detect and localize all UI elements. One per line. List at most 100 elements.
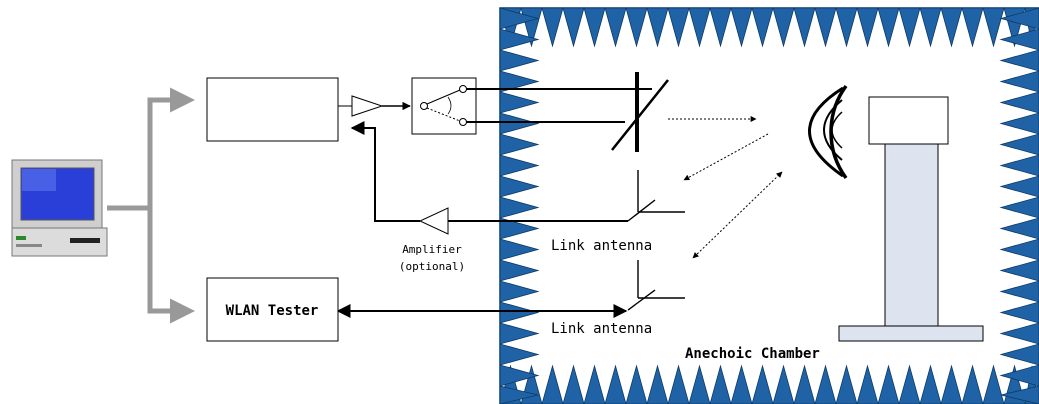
absorber-cone — [499, 217, 540, 240]
absorber-cone — [999, 196, 1039, 219]
absorber-cone — [499, 280, 540, 303]
absorber-cone — [625, 364, 648, 404]
absorber-cone — [814, 7, 837, 48]
absorber-cone — [730, 7, 753, 48]
absorber-cone — [898, 364, 921, 404]
rf-switch-icon — [411, 77, 477, 135]
absorber-cone — [856, 364, 879, 404]
dut-box — [868, 96, 949, 145]
absorber-cone — [604, 364, 627, 404]
absorber-cone — [541, 364, 564, 404]
absorber-cone — [940, 7, 963, 48]
absorber-cone — [982, 7, 1005, 48]
amplifier-optional-label: (optional) — [399, 260, 465, 273]
control-cabling — [107, 87, 195, 324]
absorber-cone — [919, 364, 942, 404]
absorber-cone — [877, 7, 900, 48]
absorber-cone — [999, 301, 1039, 324]
link-antenna-label: Link antenna — [551, 321, 652, 337]
mast-base — [838, 325, 984, 342]
absorber-cone — [999, 364, 1039, 387]
absorber-cone — [999, 112, 1039, 135]
chamber-wall — [499, 7, 1039, 404]
absorber-cone — [688, 7, 711, 48]
antenna-icon — [627, 260, 685, 311]
absorber-cone — [667, 364, 690, 404]
absorber-cone — [499, 238, 540, 261]
absorber-cone — [772, 7, 795, 48]
absorber-cone — [999, 217, 1039, 240]
absorber-cone — [688, 364, 711, 404]
absorber-cone — [499, 7, 540, 30]
absorber-cone — [499, 91, 540, 114]
absorber-cone — [1000, 385, 1039, 404]
absorber-cone — [814, 364, 837, 404]
absorber-cone — [499, 70, 540, 93]
absorber-cone — [999, 91, 1039, 114]
absorber-cone — [898, 7, 921, 48]
dut-positioner — [838, 96, 984, 342]
absorber-cone — [793, 7, 816, 48]
mast-column — [884, 143, 939, 327]
absorber-cone — [583, 7, 606, 48]
desktop-computer-icon — [11, 159, 108, 257]
absorber-cone — [625, 7, 648, 48]
absorber-cone — [499, 322, 540, 345]
absorber-cone — [499, 133, 540, 156]
absorber-cone — [940, 364, 963, 404]
absorber-cone — [709, 7, 732, 48]
absorber-cone — [999, 70, 1039, 93]
absorber-cone — [999, 259, 1039, 282]
absorber-cone — [499, 28, 540, 51]
absorber-cone — [709, 364, 732, 404]
return-path — [350, 121, 628, 235]
absorber-cone — [499, 343, 540, 366]
amplifier-label: Amplifier — [402, 243, 462, 256]
anechoic-chamber — [499, 7, 1039, 404]
amplifier-triangle-icon — [338, 95, 411, 117]
absorber-cone — [751, 7, 774, 48]
antenna-icon — [611, 72, 669, 152]
radiating-source-icon — [808, 84, 848, 180]
absorber-cone — [999, 154, 1039, 177]
absorber-cone — [562, 364, 585, 404]
absorber-cone — [982, 364, 1005, 404]
absorber-cone — [499, 385, 539, 404]
absorber-cone — [961, 7, 984, 48]
wlan-tester-label: WLAN Tester — [226, 303, 319, 319]
absorber-cone — [499, 196, 540, 219]
absorber-cone — [999, 175, 1039, 198]
wireless-paths — [668, 116, 783, 259]
absorber-cone — [877, 364, 900, 404]
absorber-cone — [835, 7, 858, 48]
instrument-box — [206, 77, 339, 142]
antenna-icon — [627, 170, 685, 222]
absorber-cone — [499, 154, 540, 177]
absorber-cone — [499, 259, 540, 282]
absorber-cone — [999, 238, 1039, 261]
absorber-cone — [667, 7, 690, 48]
absorber-cone — [999, 28, 1039, 51]
chamber-label: Anechoic Chamber — [685, 346, 820, 362]
absorber-cone — [499, 49, 540, 72]
absorber-cone — [499, 112, 540, 135]
absorber-cones — [499, 7, 1039, 404]
absorber-cone — [646, 7, 669, 48]
absorber-cone — [646, 364, 669, 404]
absorber-cone — [730, 364, 753, 404]
absorber-cone — [961, 364, 984, 404]
absorber-cone — [499, 175, 540, 198]
absorber-cone — [541, 7, 564, 48]
absorber-cone — [919, 7, 942, 48]
link-antenna-label: Link antenna — [551, 238, 652, 254]
absorber-cone — [999, 49, 1039, 72]
absorber-cone — [793, 364, 816, 404]
absorber-cone — [999, 133, 1039, 156]
wlan-tester-box — [206, 277, 339, 342]
amplifier-triangle-icon — [418, 207, 449, 235]
absorber-cone — [999, 322, 1039, 345]
absorber-cone — [856, 7, 879, 48]
absorber-cone — [772, 364, 795, 404]
absorber-cone — [499, 364, 540, 387]
